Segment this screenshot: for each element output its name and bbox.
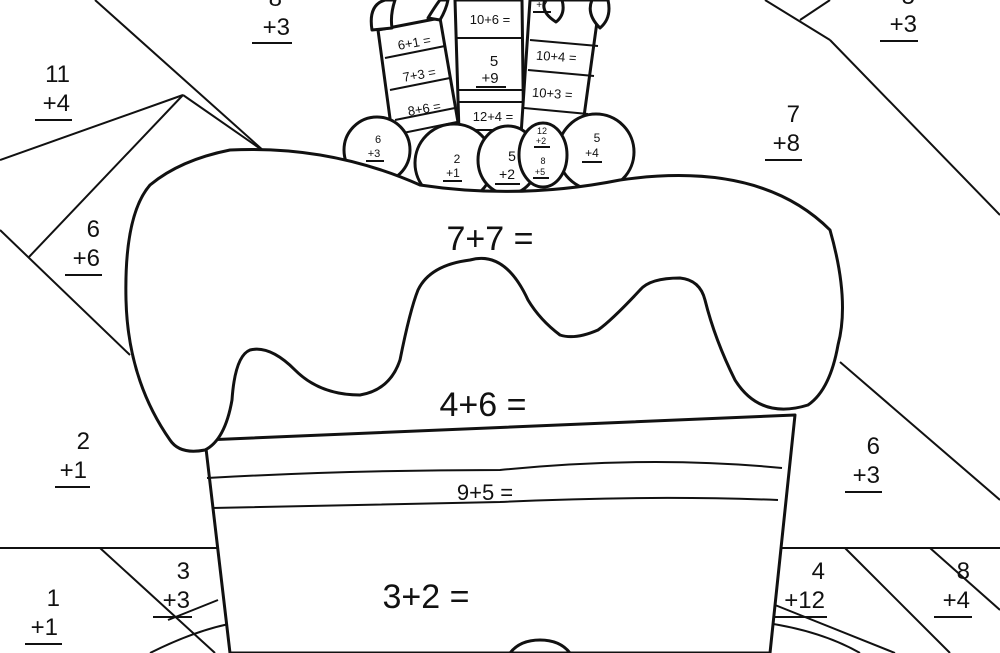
svg-text:6: 6 <box>867 433 880 460</box>
svg-text:8: 8 <box>957 558 970 585</box>
problem-top-right: 5 +3 <box>880 0 918 42</box>
candle-middle-label-4: 12+4 = <box>473 109 514 124</box>
svg-text:+3: +3 <box>163 587 190 614</box>
band-problem: 9+5 = <box>457 480 513 505</box>
svg-text:8: 8 <box>540 156 545 166</box>
cake-icing <box>124 147 844 453</box>
candle-left-label-3: 8+6 = <box>407 98 442 119</box>
svg-text:+4: +4 <box>585 146 599 160</box>
svg-text:8: 8 <box>269 0 282 12</box>
problem-right-1: 7 +8 <box>765 101 802 161</box>
cake-bottom-bump <box>508 638 572 653</box>
svg-text:2: 2 <box>77 428 90 455</box>
svg-text:+3: +3 <box>263 14 290 41</box>
svg-text:5: 5 <box>594 131 601 145</box>
problem-bottom-left-a: 1 +1 <box>25 585 62 645</box>
ball-labels: 6 +3 2 +1 5 +2 12 +2 8 +5 5 +4 <box>366 126 602 185</box>
problem-bottom-left-b: 3 +3 <box>153 558 192 618</box>
candle-right-label-1: +7 <box>536 0 548 11</box>
svg-text:+6: +6 <box>73 245 100 272</box>
candle-left-label-1: 6+1 = <box>397 32 432 53</box>
problem-left-1: 11 +4 <box>35 61 72 121</box>
svg-text:6: 6 <box>87 216 100 243</box>
background-problems: 8 +3 11 +4 6 +6 2 +1 1 +1 3 +3 <box>25 0 972 645</box>
svg-text:+2: +2 <box>536 136 546 146</box>
candle-right-label-2: 10+4 = <box>536 48 577 66</box>
svg-text:7: 7 <box>787 101 800 128</box>
svg-text:6: 6 <box>375 134 381 146</box>
svg-text:+1: +1 <box>31 614 58 641</box>
candle-middle-label-1: 10+6 = <box>470 12 511 27</box>
svg-text:3: 3 <box>177 558 190 585</box>
svg-text:5: 5 <box>902 0 915 10</box>
candle-labels: 6+1 = 7+3 = 8+6 = 10+6 = 5 +9 12+4 = +7 … <box>397 0 578 124</box>
svg-text:+8: +8 <box>773 130 800 157</box>
problem-bottom-right-b: 8 +4 <box>934 558 972 618</box>
cake-labels: 7+7 = 4+6 = 9+5 = 3+2 = <box>383 220 534 616</box>
svg-text:+1: +1 <box>60 457 87 484</box>
svg-text:1: 1 <box>47 585 60 612</box>
svg-text:+4: +4 <box>43 90 70 117</box>
candle-middle-label-2: 5 <box>490 53 498 70</box>
cake <box>124 147 844 653</box>
svg-text:+5: +5 <box>535 167 545 177</box>
svg-text:5: 5 <box>508 148 516 164</box>
icing-mid-problem: 4+6 = <box>440 386 527 424</box>
svg-text:2: 2 <box>454 152 461 166</box>
svg-text:4: 4 <box>812 558 825 585</box>
svg-text:+1: +1 <box>446 166 460 180</box>
problem-left-2: 6 +6 <box>65 216 102 276</box>
svg-text:+2: +2 <box>499 166 515 182</box>
ball-shape-4-5 <box>517 121 569 189</box>
problem-left-3: 2 +1 <box>55 428 90 488</box>
cake-base <box>203 413 797 653</box>
problem-bottom-right-a: 4 +12 <box>775 558 827 618</box>
svg-text:+3: +3 <box>853 462 880 489</box>
problem-right-2: 6 +3 <box>845 433 882 493</box>
candle-left-label-2: 7+3 = <box>402 64 437 85</box>
svg-text:+12: +12 <box>784 587 825 614</box>
base-problem: 3+2 = <box>383 578 470 616</box>
problem-top-left: 8 +3 <box>252 0 292 44</box>
candle-right-label-3: 10+3 = <box>532 85 573 103</box>
svg-text:+3: +3 <box>368 148 381 160</box>
svg-text:12: 12 <box>537 126 547 136</box>
candle-middle-label-3: +9 <box>481 70 498 87</box>
svg-text:+3: +3 <box>890 11 917 38</box>
svg-text:11: 11 <box>45 61 70 88</box>
svg-text:+4: +4 <box>943 587 970 614</box>
icing-top-problem: 7+7 = <box>447 220 534 258</box>
